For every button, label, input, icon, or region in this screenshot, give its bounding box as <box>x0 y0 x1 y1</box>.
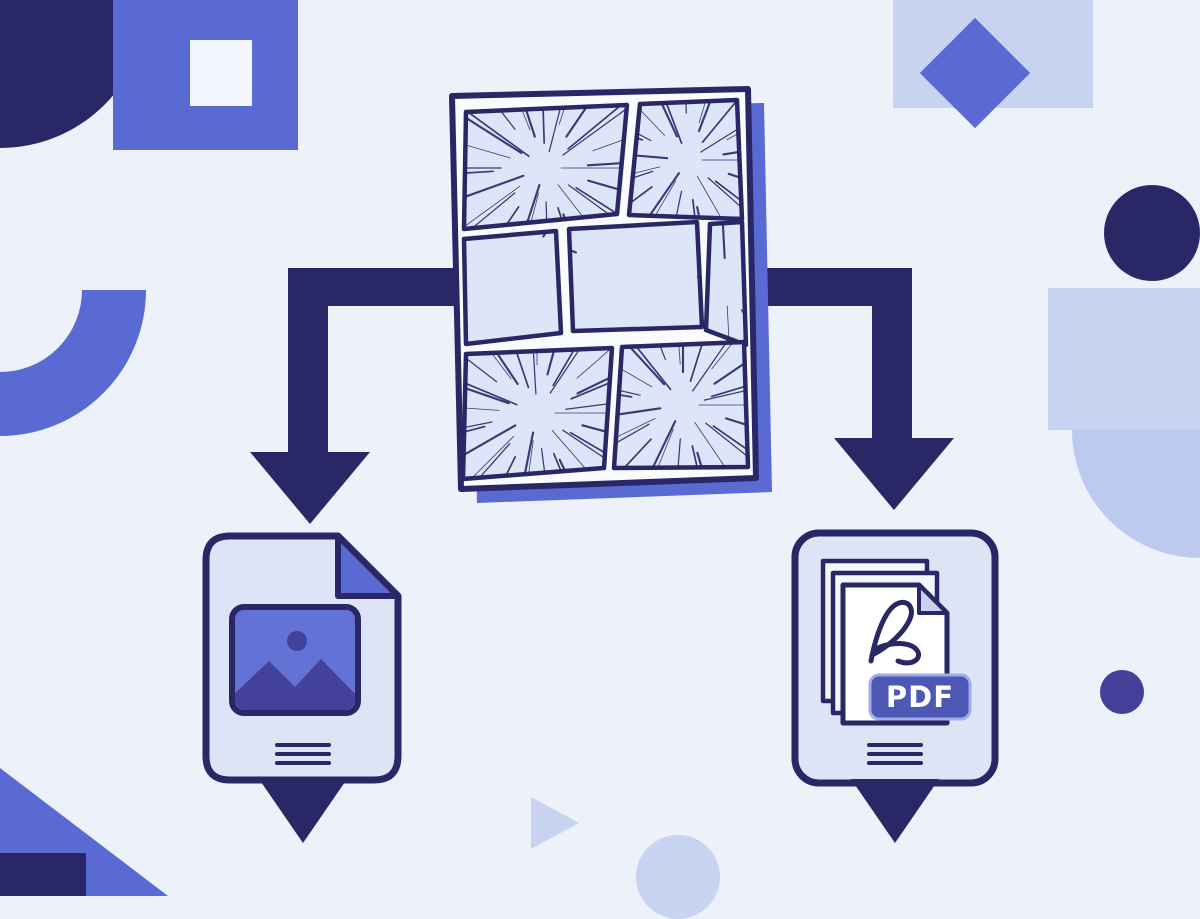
image-file-icon <box>202 532 402 843</box>
left-branch-arrow-icon <box>250 452 370 524</box>
download-arrow-icon <box>259 743 347 843</box>
speed-lines <box>614 342 748 468</box>
corner-rectangle-decoration <box>0 853 86 896</box>
picture-icon-detail <box>235 631 355 710</box>
quarter-ring-decoration <box>0 290 146 436</box>
folded-corner-icon <box>335 533 401 599</box>
connector-left-bar <box>288 268 328 454</box>
comic-panel <box>566 219 705 334</box>
download-arrow-icon <box>851 743 939 843</box>
connector-right-bar <box>872 268 912 440</box>
comic-panel <box>461 228 564 347</box>
comic-panel <box>611 339 751 471</box>
pdf-badge-label: PDF <box>886 680 954 714</box>
right-circle-decoration <box>1104 185 1200 281</box>
comic-panel <box>626 97 745 222</box>
right-rectangle-decoration <box>1048 288 1200 430</box>
sun-icon <box>287 631 307 651</box>
flow-connector <box>250 268 954 524</box>
small-circle-decoration <box>1100 670 1144 714</box>
comic-panel <box>460 345 615 482</box>
speed-lines <box>463 348 612 479</box>
pdf-file-icon: PDF <box>791 529 999 843</box>
folded-corner-icon <box>917 583 949 615</box>
comic-page <box>449 86 772 503</box>
right-branch-arrow-icon <box>834 438 954 510</box>
white-square-decoration <box>190 40 252 106</box>
acrobat-logo-icon <box>868 599 921 666</box>
pdf-badge <box>868 673 972 721</box>
mountains-icon <box>235 659 355 710</box>
comic-panel <box>703 219 749 348</box>
conversion-diagram: PDF <box>202 86 999 843</box>
